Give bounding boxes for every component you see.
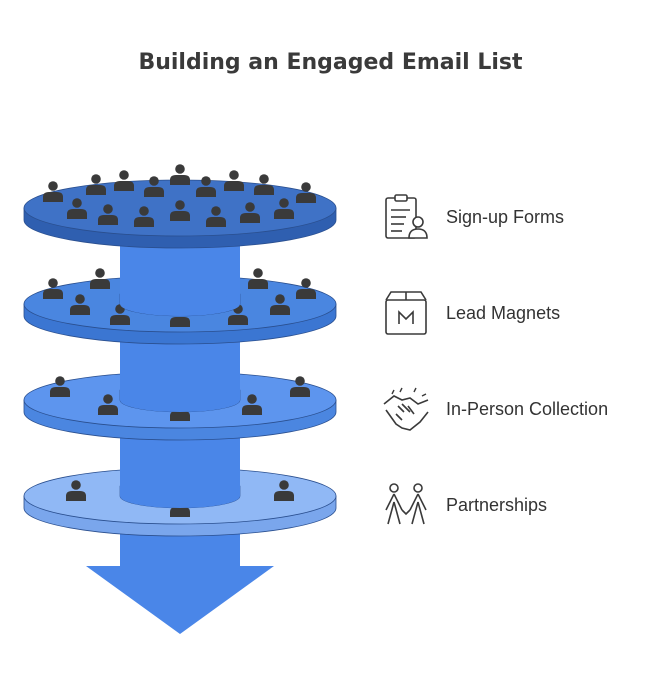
- person-icon: [224, 170, 244, 191]
- person-icon: [196, 176, 216, 197]
- funnel-layer-1: [23, 164, 337, 316]
- person-icon: [43, 181, 63, 202]
- legend-label-partnerships: Partnerships: [446, 495, 548, 515]
- person-icon: [86, 174, 106, 195]
- person-icon: [43, 278, 63, 299]
- person-icon: [240, 202, 260, 223]
- legend-label-in-person-collection: In-Person Collection: [446, 399, 609, 419]
- person-icon: [170, 164, 190, 185]
- person-icon: [296, 182, 316, 203]
- person-icon: [67, 198, 87, 219]
- legend-item-lead-magnets: Lead Magnets: [380, 288, 650, 340]
- legend-item-partnerships: Partnerships: [380, 480, 650, 532]
- partnership-people-icon: [385, 483, 427, 525]
- person-icon: [170, 200, 190, 221]
- person-icon: [144, 176, 164, 197]
- legend-item-signup-forms: Sign-up Forms: [380, 192, 650, 244]
- person-icon: [90, 268, 110, 289]
- person-icon: [50, 376, 70, 397]
- person-icon: [248, 268, 268, 289]
- legend-label-signup-forms: Sign-up Forms: [446, 207, 565, 227]
- person-icon: [290, 376, 310, 397]
- handshake-icon: [383, 387, 429, 431]
- person-icon: [114, 170, 134, 191]
- person-icon: [98, 394, 118, 415]
- person-icon: [98, 204, 118, 225]
- lead-magnet-envelope-icon: [385, 291, 427, 335]
- diagram-title: Building an Engaged Email List: [138, 50, 523, 75]
- person-icon: [66, 480, 86, 501]
- person-icon: [270, 294, 290, 315]
- legend-label-lead-magnets: Lead Magnets: [446, 303, 561, 323]
- legend-item-in-person-collection: In-Person Collection: [380, 384, 650, 436]
- person-icon: [296, 278, 316, 299]
- person-icon: [228, 304, 248, 325]
- person-icon: [254, 174, 274, 195]
- person-icon: [274, 198, 294, 219]
- person-icon: [70, 294, 90, 315]
- signup-form-icon: [385, 194, 428, 239]
- person-icon: [134, 206, 154, 227]
- person-icon: [274, 480, 294, 501]
- person-icon: [206, 206, 226, 227]
- person-icon: [242, 394, 262, 415]
- down-arrow: [86, 530, 274, 634]
